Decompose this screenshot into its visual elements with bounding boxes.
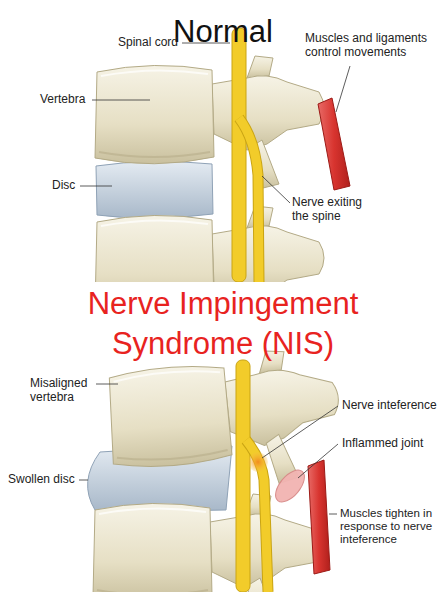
- normal-spine: [95, 28, 350, 282]
- part-label: Swollen disc: [8, 473, 75, 487]
- part-label: Nerve inteference: [342, 399, 437, 413]
- part-label: Misaligned vertebra: [30, 377, 100, 405]
- part-label: Nerve exiting the spine: [292, 196, 376, 224]
- part-label: Muscles and ligaments control movements: [305, 32, 437, 60]
- part-label: Disc: [52, 179, 75, 193]
- part-label: Vertebra: [40, 93, 85, 107]
- part-label: Inflammed joint: [342, 437, 423, 451]
- section-title: Nerve Impingement Syndrome (NIS): [73, 284, 373, 364]
- part-label: Muscles tighten in response to nerve int…: [340, 507, 442, 547]
- impinged-spine: [88, 346, 344, 592]
- leader-lines: [79, 43, 350, 514]
- part-label: Spinal cord: [118, 36, 178, 50]
